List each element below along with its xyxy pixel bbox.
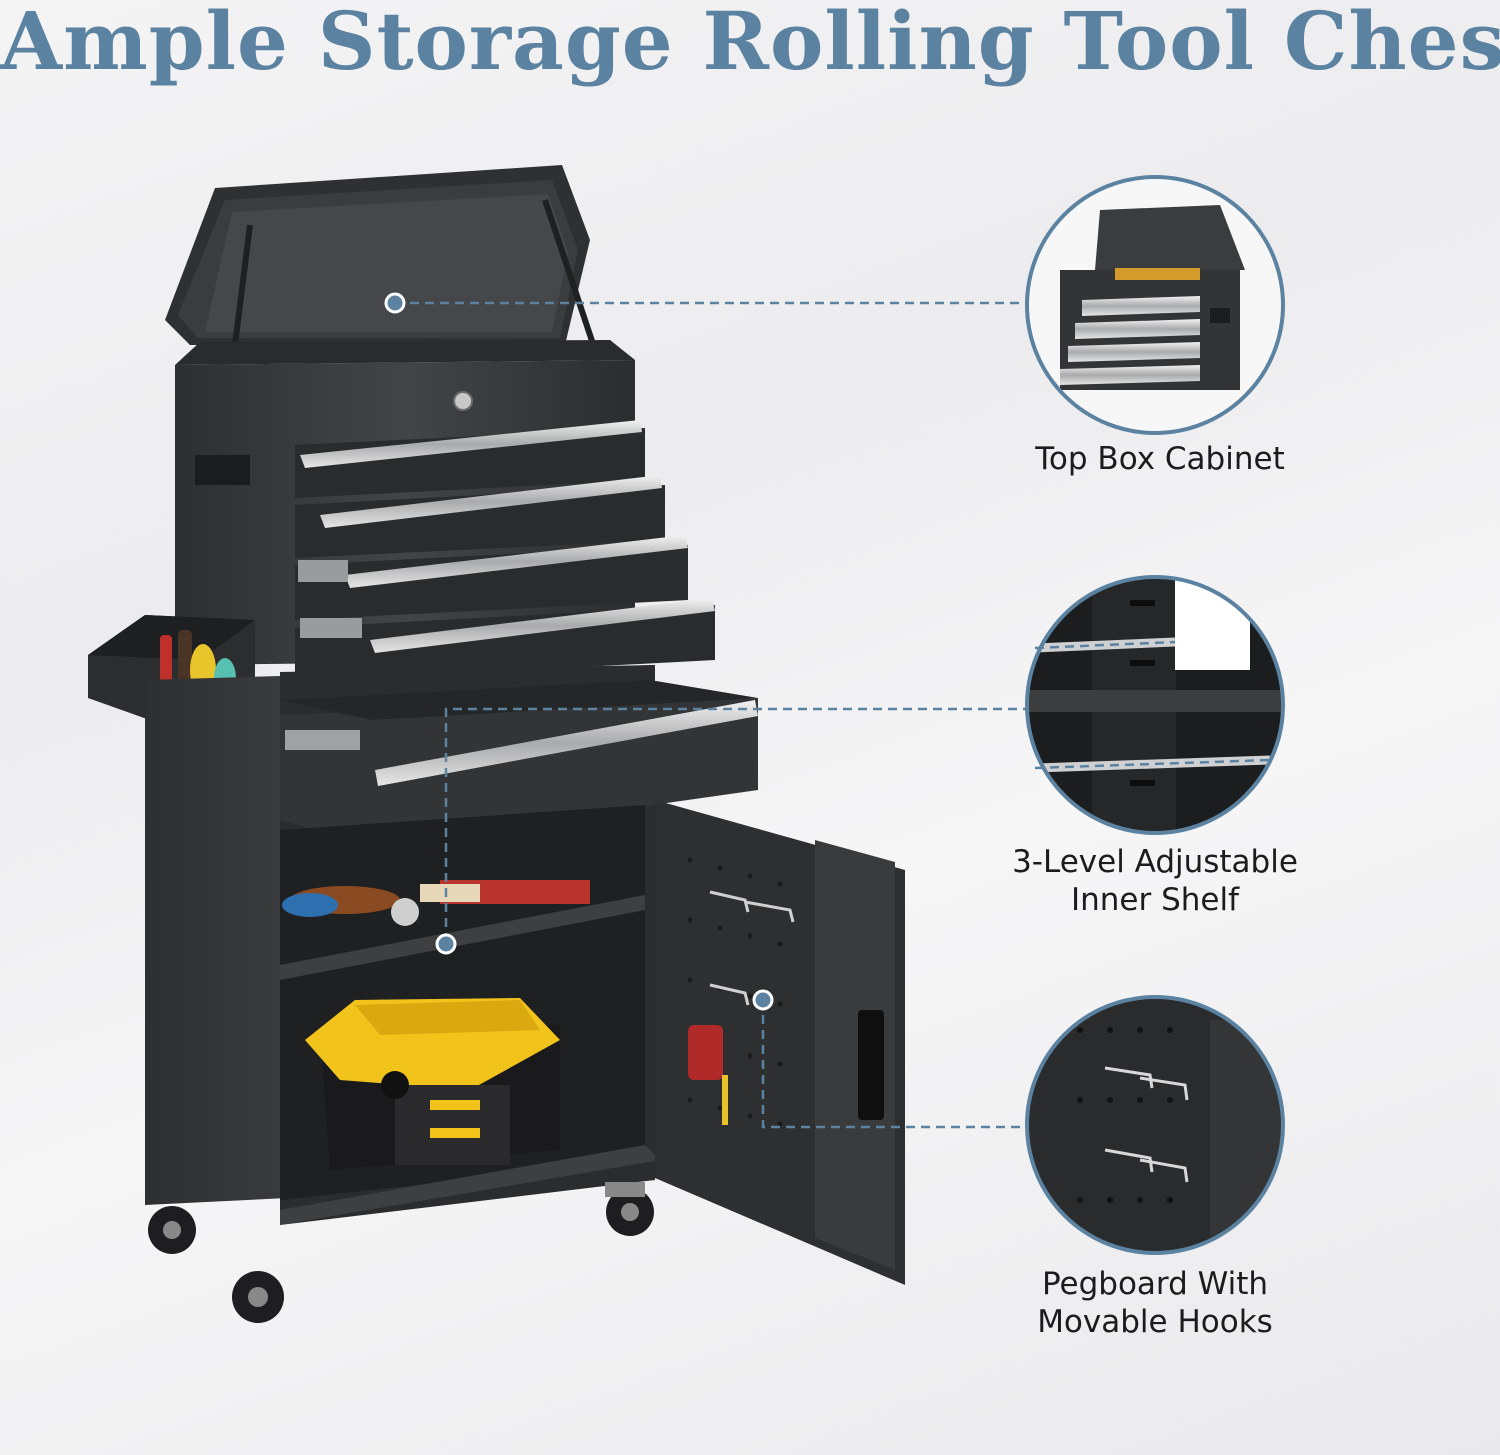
callout-dots [384, 292, 774, 1011]
tool-chest [88, 165, 905, 1323]
zoom-inner-shelf [1025, 575, 1285, 835]
feature-caption-top-box: Top Box Cabinet [990, 440, 1330, 478]
caption-line: Inner Shelf [1070, 882, 1240, 918]
zoom-pegboard [1025, 995, 1285, 1255]
caption-text: Top Box Cabinet [1035, 441, 1285, 477]
caption-line: Pegboard With [1041, 1266, 1269, 1302]
feature-caption-inner-shelf: 3-Level Adjustable Inner Shelf [975, 843, 1335, 919]
caption-line: 3-Level Adjustable [1012, 844, 1298, 880]
page-title: Ample Storage Rolling Tool Chest [0, 0, 1500, 88]
drawer-stack [295, 420, 715, 682]
caster-wheels [148, 1182, 654, 1323]
callout-lines [395, 301, 1027, 1129]
zoom-top-box [1025, 175, 1285, 435]
toolbox [305, 998, 560, 1170]
caption-line: Movable Hooks [1037, 1304, 1273, 1340]
pegboard-door [655, 800, 905, 1285]
lock-icon [453, 391, 473, 411]
feature-caption-pegboard: Pegboard With Movable Hooks [990, 1265, 1320, 1341]
